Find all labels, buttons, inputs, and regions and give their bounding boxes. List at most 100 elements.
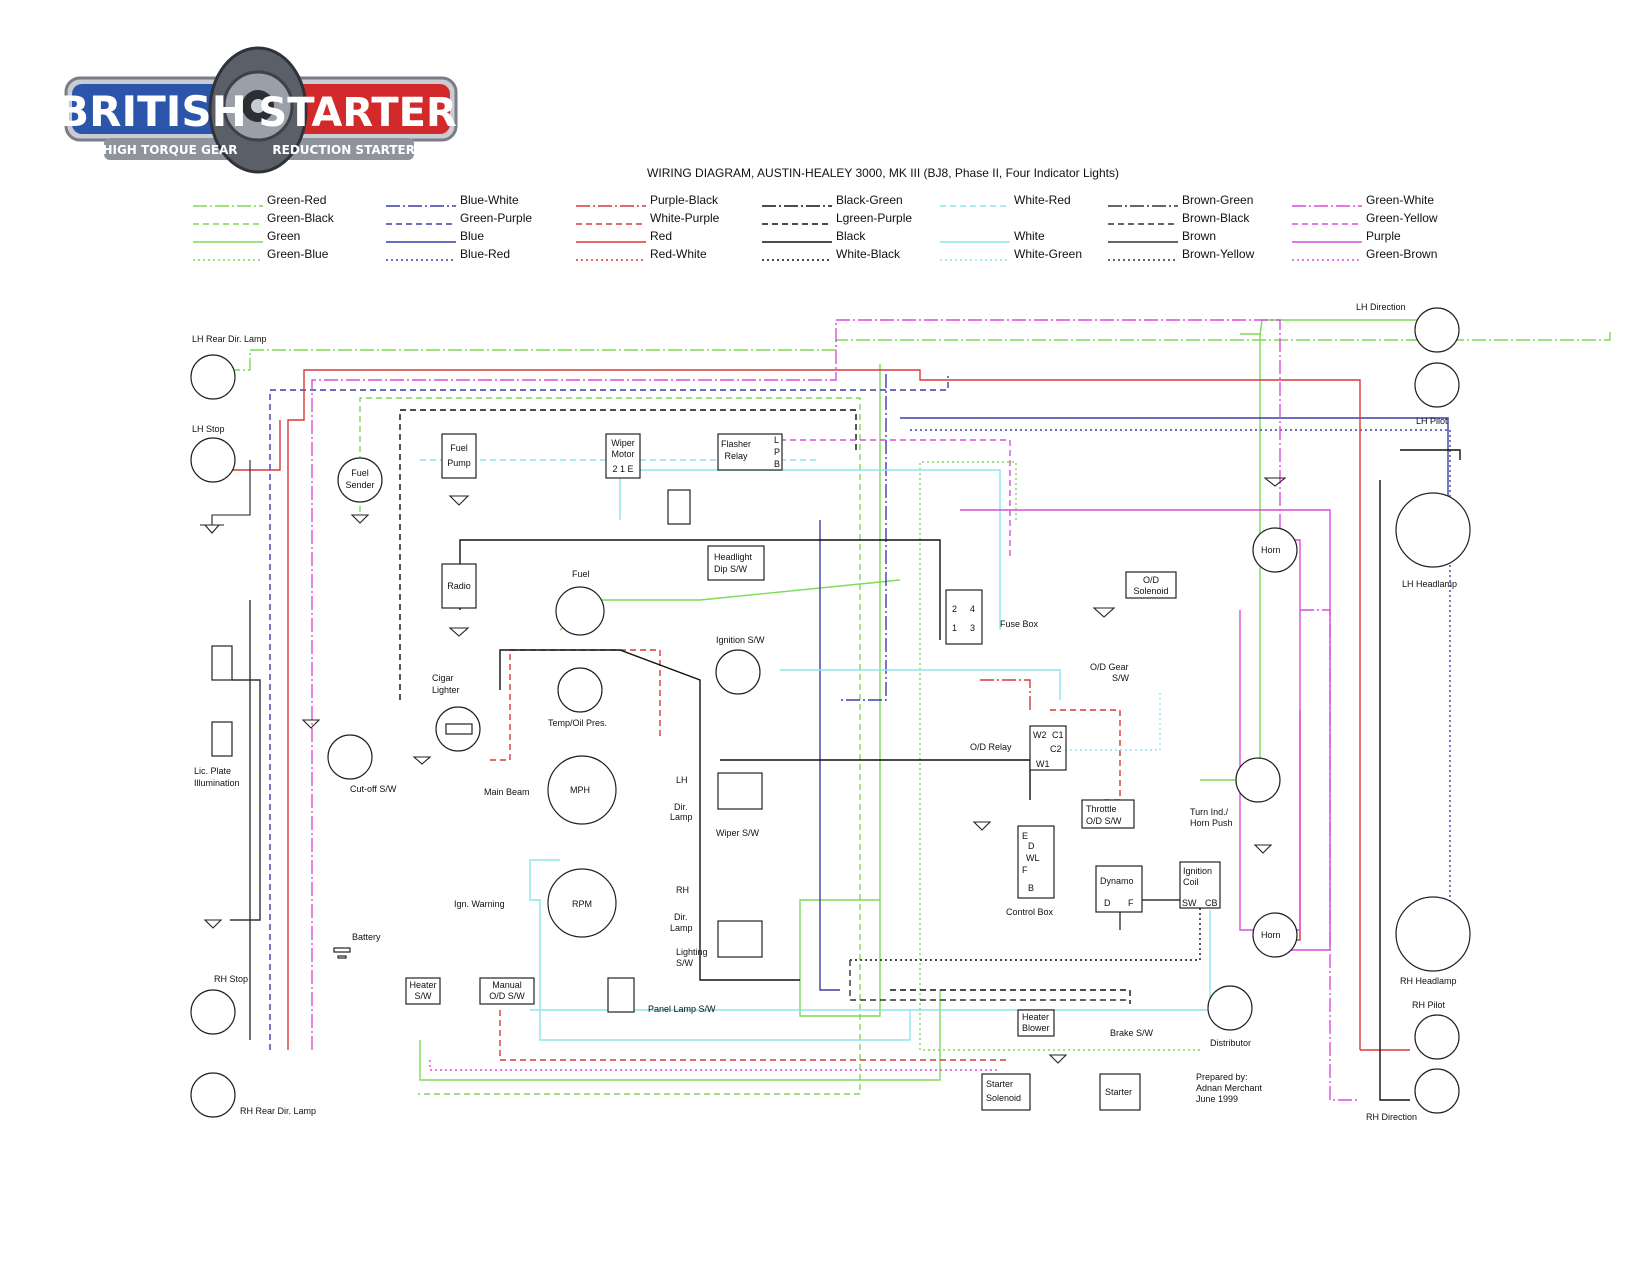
svg-text:4: 4 [970,604,975,614]
ignition-switch: Ignition S/W [715,635,765,695]
legend-label: Red-White [650,247,707,261]
wiper-motor: Wiper Motor 2 1 E [605,433,641,479]
legend-label: Black-Green [836,193,903,207]
legend-label: Purple [1366,229,1401,243]
cigar-lighter: Cigar Lighter [412,673,481,765]
svg-text:Ign. Warning: Ign. Warning [454,899,505,909]
manual-od-switch: Manual O/D S/W [479,977,535,1005]
legend-label: Blue-White [460,193,519,207]
svg-text:S/W: S/W [415,991,433,1001]
svg-text:Fuse Box: Fuse Box [1000,619,1039,629]
svg-text:F: F [1128,898,1134,908]
dynamo: Dynamo D F [1095,865,1143,913]
svg-text:Fuel: Fuel [450,443,468,453]
legend-label: Green-Yellow [1366,211,1438,225]
svg-text:Adnan Merchant: Adnan Merchant [1196,1083,1263,1093]
svg-text:Starter: Starter [1105,1087,1132,1097]
logo-left-word: BRITISH [57,87,247,136]
svg-text:Lighting: Lighting [676,947,708,957]
horn-upper: Horn [1252,527,1298,573]
svg-text:Ignition S/W: Ignition S/W [716,635,765,645]
starter-solenoid: Starter Solenoid [981,1073,1031,1111]
svg-text:Lamp: Lamp [670,812,693,822]
svg-text:June 1999: June 1999 [1196,1094,1238,1104]
svg-text:Battery: Battery [352,932,381,942]
svg-text:Throttle: Throttle [1086,804,1117,814]
legend-label: Brown-Green [1182,193,1253,207]
starter: Starter [1099,1073,1141,1111]
svg-text:MPH: MPH [570,785,590,795]
svg-text:Solenoid: Solenoid [1133,586,1168,596]
svg-text:Lighter: Lighter [432,685,460,695]
svg-text:Turn Ind./: Turn Ind./ [1190,807,1229,817]
svg-text:Horn Push: Horn Push [1190,818,1233,828]
svg-text:Flasher: Flasher [721,439,751,449]
legend-label: White-Green [1014,247,1082,261]
svg-text:Wiper S/W: Wiper S/W [716,828,760,838]
legend-label: Green-Black [267,211,335,225]
svg-text:Heater: Heater [409,980,436,990]
svg-text:Dir.: Dir. [674,912,688,922]
svg-text:P: P [774,447,780,457]
svg-text:Solenoid: Solenoid [986,1093,1021,1103]
lh-stop-lamp: LH Stop [190,424,251,534]
svg-text:O/D: O/D [1143,575,1160,585]
svg-text:O/D S/W: O/D S/W [489,991,525,1001]
svg-text:LH Headlamp: LH Headlamp [1402,579,1457,589]
speedometer: MPH Main Beam [484,755,617,825]
throttle-od-switch: Throttle O/D S/W [1081,799,1135,829]
svg-text:Ignition: Ignition [1183,866,1212,876]
svg-text:O/D Gear: O/D Gear [1090,662,1129,672]
rh-rear-dir-lamp: RH Rear Dir. Lamp [190,1072,316,1118]
svg-text:D: D [1104,898,1111,908]
heater-blower: Heater Blower [1017,1009,1068,1064]
control-box: E D WL F B Control Box [972,821,1055,917]
svg-text:O/D S/W: O/D S/W [1086,816,1122,826]
lighting-switch: Lighting S/W [676,920,763,968]
svg-text:E: E [1022,831,1028,841]
svg-text:L: L [774,435,779,445]
svg-text:W2: W2 [1033,730,1047,740]
rh-dir-lamp: RH Dir. Lamp [670,885,693,933]
legend-label: Black [836,229,866,243]
svg-text:Pump: Pump [447,458,471,468]
legend-label: Blue-Red [460,247,510,261]
svg-text:RH: RH [676,885,689,895]
lh-rear-dir-lamp: LH Rear Dir. Lamp [190,334,267,400]
rh-stop-lamp: RH Stop [190,919,248,1035]
svg-text:RH Stop: RH Stop [214,974,248,984]
svg-text:RH Direction: RH Direction [1366,1112,1417,1122]
svg-text:S/W: S/W [1112,673,1130,683]
svg-text:Cut-off S/W: Cut-off S/W [350,784,397,794]
svg-text:CB: CB [1205,898,1218,908]
svg-text:Dynamo: Dynamo [1100,876,1134,886]
cutoff-switch: Cut-off S/W [301,719,397,794]
legend-label: Green-Purple [460,211,532,225]
svg-text:SW: SW [1182,898,1197,908]
legend-label: Red [650,229,672,243]
svg-text:Radio: Radio [447,581,471,591]
legend-label: Green [267,229,300,243]
lh-direction-lamp: LH Direction [1356,302,1460,353]
legend-label: Purple-Black [650,193,719,207]
connector-block [667,489,691,525]
radio: Radio [441,563,477,637]
brake-switch-label: Brake S/W [1110,1028,1154,1038]
legend-label: White-Purple [650,211,720,225]
lh-headlamp: LH Headlamp [1395,492,1471,589]
svg-text:1: 1 [952,623,957,633]
battery: Battery [333,932,381,959]
svg-text:Panel Lamp S/W: Panel Lamp S/W [648,1004,716,1014]
logo-tagline-right: REDUCTION STARTERS [272,143,423,157]
legend-label: Brown [1182,229,1216,243]
svg-text:Temp/Oil Pres.: Temp/Oil Pres. [548,718,607,728]
svg-text:Manual: Manual [492,980,522,990]
turn-indicator-horn-push: Turn Ind./ Horn Push [1190,757,1281,854]
svg-text:Dip S/W: Dip S/W [714,564,748,574]
rh-direction-lamp: RH Direction [1366,1068,1460,1122]
svg-text:Headlight: Headlight [714,552,753,562]
svg-text:S/W: S/W [676,958,694,968]
temp-oil-gauge: Temp/Oil Pres. [548,667,607,728]
wire-color-legend: Green-RedGreen-BlackGreenGreen-BlueBlue-… [193,193,1438,261]
